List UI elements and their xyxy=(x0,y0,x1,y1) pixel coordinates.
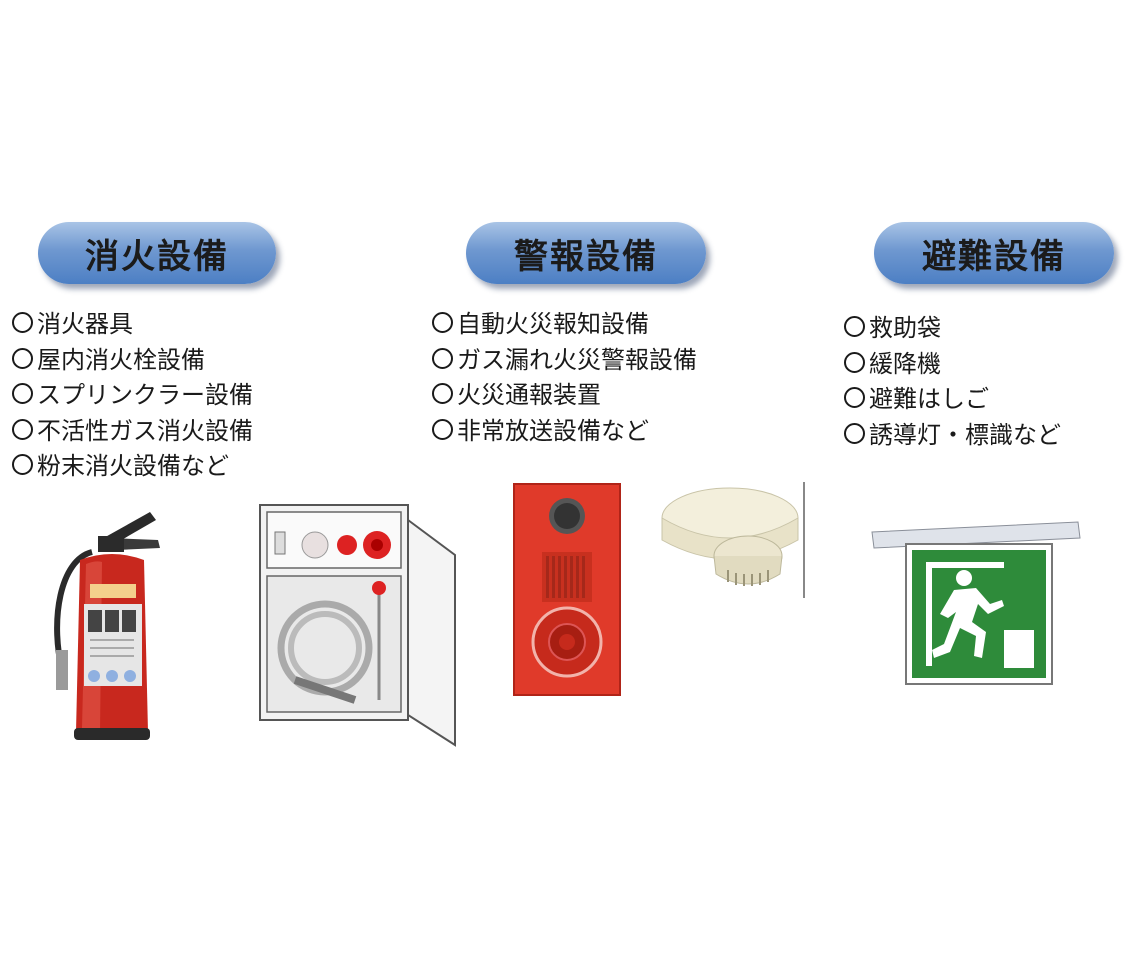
fire-hydrant-box-icon xyxy=(259,504,456,747)
circle-bullet-icon xyxy=(844,316,865,337)
circle-bullet-icon xyxy=(432,347,453,369)
circle-bullet-icon xyxy=(12,418,33,440)
list-item: 火災通報装置 xyxy=(432,378,697,414)
circle-bullet-icon xyxy=(844,351,865,373)
list-item: 屋内消火栓設備 xyxy=(12,343,253,379)
list-item: 非常放送設備など xyxy=(432,414,697,450)
smoke-detector-icon xyxy=(661,482,805,598)
list-item: 救助袋 xyxy=(844,311,1061,347)
fire-extinguisher-icon xyxy=(54,512,160,740)
circle-bullet-icon xyxy=(432,312,453,333)
section-title-evacuation: 避難設備 xyxy=(874,222,1114,284)
list-item: ガス漏れ火災警報設備 xyxy=(432,343,697,379)
list-item: 不活性ガス消火設備 xyxy=(12,414,253,450)
circle-bullet-icon xyxy=(12,312,33,333)
fire-extinguishing-list: 消火器具 屋内消火栓設備 スプリンクラー設備 不活性ガス消火設備 粉末消火設備な… xyxy=(12,307,253,485)
list-item: 緩降機 xyxy=(844,347,1061,383)
evacuation-list: 救助袋 緩降機 避難はしご 誘導灯・標識など xyxy=(844,311,1061,453)
list-item: スプリンクラー設備 xyxy=(12,378,253,414)
section-title-fire-extinguishing: 消火設備 xyxy=(38,222,276,284)
list-item: 消火器具 xyxy=(12,307,253,343)
circle-bullet-icon xyxy=(12,383,33,404)
circle-bullet-icon xyxy=(432,418,453,440)
list-item: 粉末消火設備など xyxy=(12,449,253,485)
alarm-list: 自動火災報知設備 ガス漏れ火災警報設備 火災通報装置 非常放送設備など xyxy=(432,307,697,449)
list-item: 避難はしご xyxy=(844,382,1061,418)
circle-bullet-icon xyxy=(844,387,865,408)
circle-bullet-icon xyxy=(12,347,33,369)
list-item: 自動火災報知設備 xyxy=(432,307,697,343)
circle-bullet-icon xyxy=(12,454,33,475)
fire-alarm-panel-icon xyxy=(513,483,621,696)
emergency-exit-sign-icon xyxy=(871,521,1081,685)
section-title-alarm: 警報設備 xyxy=(466,222,706,284)
list-item: 誘導灯・標識など xyxy=(844,418,1061,454)
circle-bullet-icon xyxy=(432,383,453,404)
circle-bullet-icon xyxy=(844,422,865,444)
